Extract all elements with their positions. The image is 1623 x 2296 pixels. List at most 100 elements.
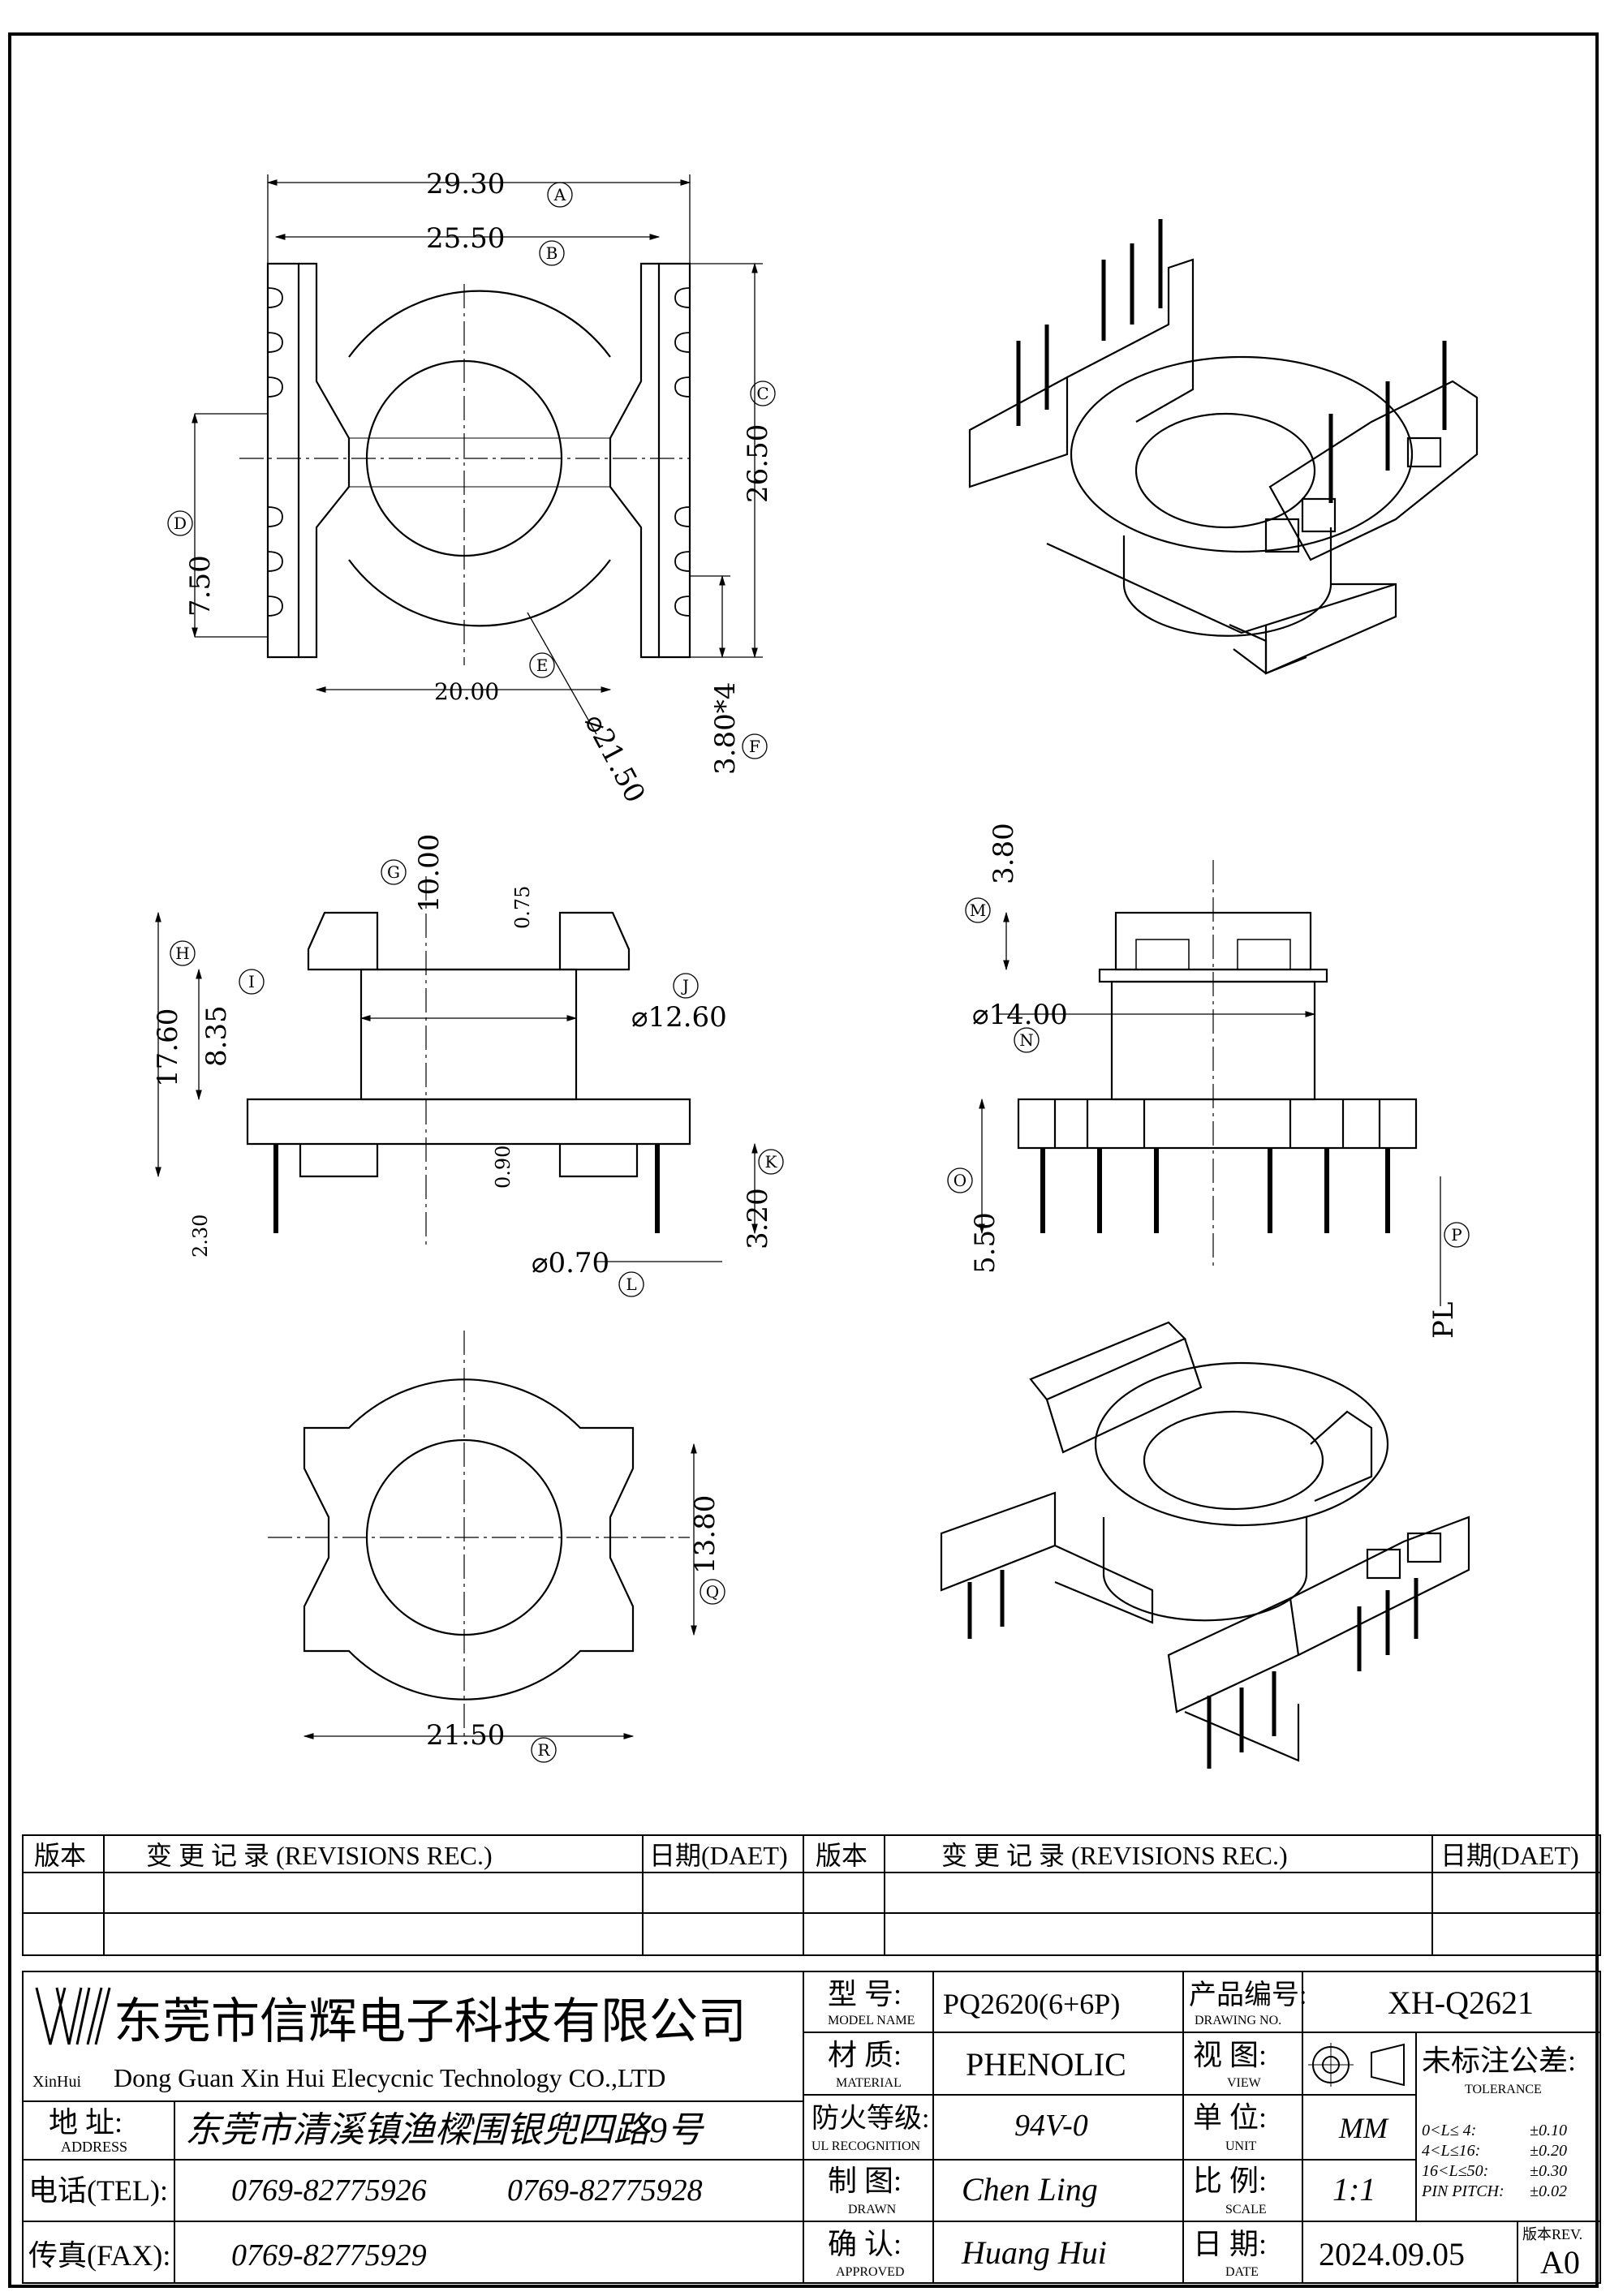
marker-q: Q (700, 1579, 725, 1605)
scale-label: 比 例: (1193, 2165, 1267, 2197)
rev-col-record-1: 变 更 记 录 (REVISIONS REC.) (146, 1841, 493, 1870)
approved-label: 确 认: (828, 2228, 902, 2260)
tolerance-range-3: 16<L≤50: (1422, 2162, 1488, 2180)
marker-d: D (167, 510, 193, 536)
side-view (1017, 860, 1418, 1266)
view-label-en: VIEW (1227, 2076, 1262, 2090)
unit-value: MM (1338, 2112, 1389, 2144)
top-view (239, 262, 691, 665)
svg-text:L: L (626, 1275, 636, 1294)
svg-text:D: D (174, 514, 187, 533)
svg-text:H: H (175, 944, 189, 963)
ul-label: 防火等级: (812, 2103, 929, 2134)
dim-top-pin-group: 7.50 (184, 555, 217, 617)
drawn-value: Chen Ling (962, 2171, 1098, 2208)
tolerance-range-4: PIN PITCH: (1421, 2182, 1505, 2200)
model-value: PQ2620(6+6P) (943, 1988, 1120, 2020)
bottom-view-dimensions (303, 1443, 697, 1739)
svg-text:J: J (681, 976, 689, 995)
tolerance-value-4: ±0.02 (1530, 2182, 1567, 2200)
svg-text:F: F (749, 737, 760, 756)
drawing-no-label: 产品编号: (1189, 1980, 1307, 2010)
approved-value: Huang Hui (961, 2234, 1107, 2271)
tolerance-value-1: ±0.10 (1530, 2122, 1567, 2139)
marker-h: H (170, 940, 196, 966)
marker-o: O (947, 1167, 973, 1193)
unit-label-en: UNIT (1225, 2139, 1256, 2153)
isometric-view-top (968, 219, 1479, 675)
dim-top-height: 26.50 (742, 424, 774, 503)
company-name-en: Dong Guan Xin Hui Elecycnic Technology C… (114, 2063, 665, 2092)
unit-label: 单 位: (1193, 2101, 1267, 2134)
marker-r: R (531, 1737, 557, 1763)
dim-front-pin-len: 3.20 (742, 1188, 774, 1249)
address-value: 东莞市清溪镇渔樑围银兜四路9号 (185, 2110, 704, 2150)
drawn-label-en: DRAWN (848, 2203, 897, 2216)
dim-front-pin-dia: ⌀0.70 (532, 1247, 609, 1279)
marker-g: G (381, 859, 407, 885)
marker-p: P (1444, 1222, 1470, 1248)
rev-value: A0 (1540, 2244, 1580, 2281)
dim-front-wall: 0.75 (511, 886, 534, 929)
date-value: 2024.09.05 (1319, 2236, 1465, 2272)
dim-front-height-total: 17.60 (152, 1008, 184, 1087)
tel-value-1: 0769-82775926 (231, 2173, 427, 2208)
revisions-table (22, 1834, 1601, 1956)
fax-label: 传真(FAX): (28, 2239, 170, 2272)
svg-text:R: R (537, 1740, 550, 1760)
dim-bottom-height: 13.80 (689, 1495, 721, 1574)
rev-col-ver-2: 版本 (816, 1841, 867, 1870)
svg-text:A: A (553, 185, 566, 204)
drawn-label: 制 图: (828, 2165, 902, 2197)
date-label-en: DATE (1225, 2265, 1259, 2279)
dim-front-base-wall: 0.90 (492, 1146, 514, 1189)
tolerance-label: 未标注公差: (1422, 2044, 1576, 2077)
dim-top-inner-width: 25.50 (426, 222, 505, 255)
svg-text:G: G (387, 862, 400, 882)
company-name-cn: 东莞市信辉电子科技有限公司 (114, 1993, 747, 2050)
side-view-dimensions (979, 911, 1441, 1306)
material-label: 材 质: (828, 2039, 902, 2071)
rev-label: 版本REV. (1522, 2226, 1582, 2242)
svg-text:Q: Q (706, 1582, 719, 1602)
dim-side-pin-len: 5.50 (969, 1212, 1001, 1274)
svg-text:B: B (546, 243, 558, 263)
bottom-view (268, 1331, 690, 1736)
scale-label-en: SCALE (1225, 2203, 1267, 2216)
dim-top-round-dia: ⌀21.50 (578, 708, 652, 808)
company-logo-text: XinHui (32, 2073, 81, 2091)
model-label: 型 号: (828, 1978, 902, 2010)
marker-m: M (965, 897, 991, 923)
marker-e: E (529, 652, 555, 678)
marker-i: I (239, 969, 265, 995)
svg-text:P: P (1451, 1225, 1462, 1245)
ul-value: 94V-0 (1014, 2109, 1088, 2143)
dim-front-standoff: 2.30 (189, 1215, 212, 1258)
drawing-no-value: XH-Q2621 (1388, 1984, 1534, 2021)
front-view-dimensions (155, 911, 758, 1262)
svg-text:O: O (954, 1171, 966, 1190)
dim-front-core-dia: ⌀12.60 (631, 1001, 727, 1034)
address-label-en: ADDRESS (61, 2139, 127, 2155)
drawing-no-label-en: DRAWING NO. (1195, 2014, 1281, 2027)
tolerance-label-en: TOLERANCE (1465, 2083, 1542, 2096)
svg-text:E: E (536, 656, 549, 675)
dim-top-pin-pitch: 3.80*4 (709, 682, 742, 775)
svg-text:M: M (970, 901, 986, 920)
dim-side-top: 3.80 (988, 823, 1020, 884)
marker-a: A (547, 182, 573, 208)
tolerance-range-1: 0<L≤ 4: (1422, 2122, 1476, 2139)
svg-text:N: N (1019, 1030, 1034, 1050)
dim-front-winding: 8.35 (200, 1005, 233, 1067)
fax-value: 0769-82775929 (231, 2238, 427, 2272)
rev-col-ver-1: 版本 (34, 1841, 86, 1870)
tel-value-2: 0769-82775928 (507, 2173, 703, 2208)
dim-side-core-dia: ⌀14.00 (972, 999, 1068, 1031)
front-view (246, 876, 691, 1249)
svg-text:K: K (765, 1152, 778, 1172)
rev-col-date-1: 日期(DAET) (649, 1841, 788, 1870)
svg-text:C: C (756, 384, 768, 403)
marker-l: L (618, 1271, 644, 1297)
marker-j: J (673, 973, 699, 999)
